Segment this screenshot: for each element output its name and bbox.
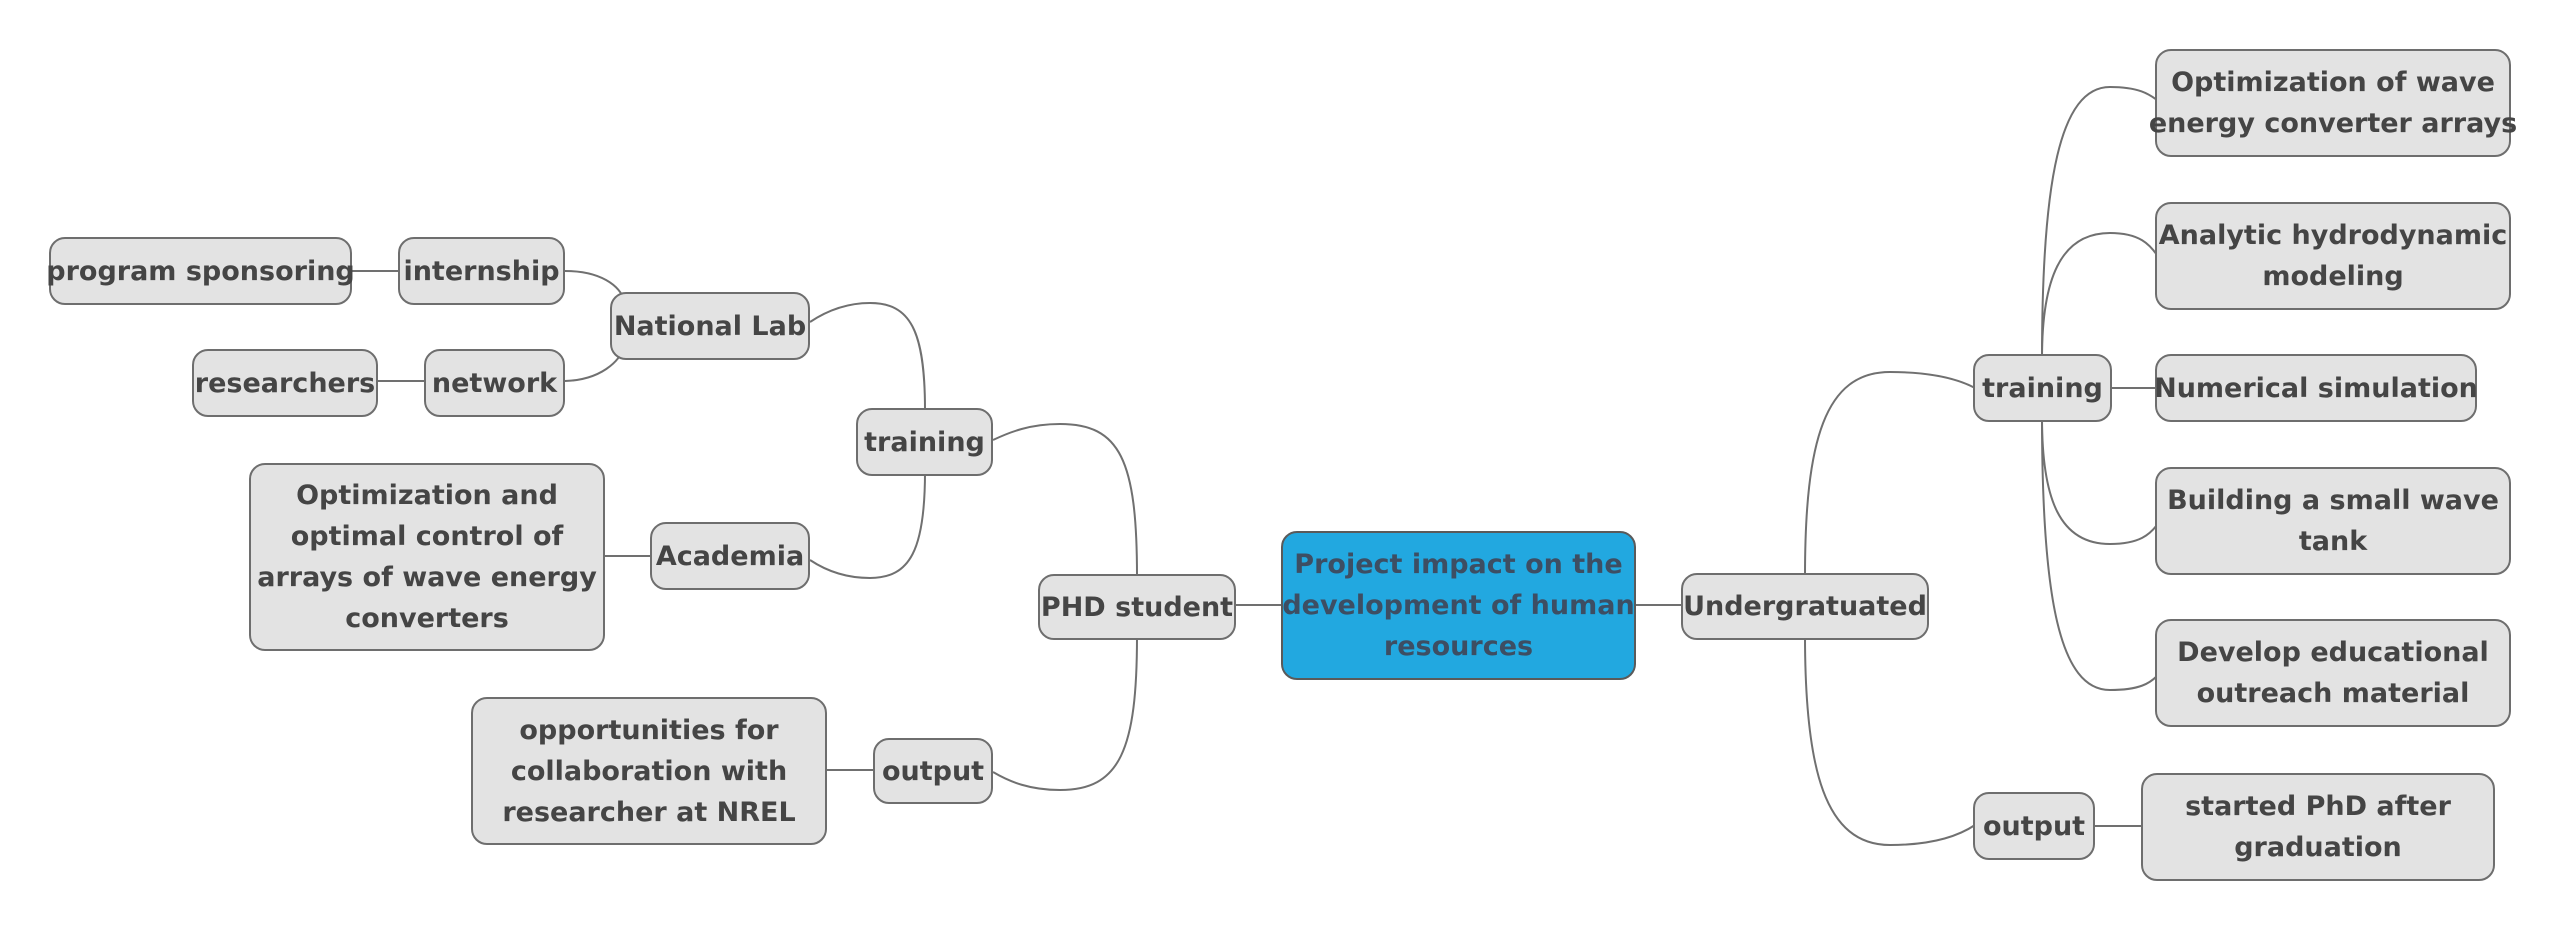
undergrad-node[interactable]: Undergratuated (1681, 573, 1929, 640)
link-training-nationallab (809, 301, 926, 411)
link-topic-5 (2041, 417, 2158, 692)
phd-student-node[interactable]: PHD student (1038, 574, 1236, 640)
link-undergrad-output (1804, 635, 1976, 847)
link-undergrad-training (1804, 370, 1976, 577)
link-topic-2 (2041, 231, 2158, 359)
academia-node[interactable]: Academia (650, 522, 810, 590)
link-phd-output (992, 635, 1138, 792)
phd-output-node[interactable]: output (873, 738, 993, 804)
phd-output-detail-node[interactable]: opportunities for collaboration with res… (471, 697, 827, 845)
link-topic-1 (2041, 85, 2158, 359)
researchers-node[interactable]: researchers (192, 349, 378, 417)
link-training-academia (809, 471, 926, 580)
topic-node-2[interactable]: Analytic hydrodynamic modeling (2155, 202, 2511, 310)
root-node[interactable]: Project impact on the development of hum… (1281, 531, 1636, 680)
network-node[interactable]: network (424, 349, 565, 417)
internship-node[interactable]: internship (398, 237, 565, 305)
topic-node-1[interactable]: Optimization of wave energy converter ar… (2149, 49, 2517, 157)
program-sponsoring-node[interactable]: program sponsoring (46, 237, 355, 305)
root-line-1: Project impact on the (1294, 549, 1623, 580)
link-phd-training (992, 422, 1138, 577)
topic-node-4[interactable]: Building a small wave tank (2155, 467, 2511, 575)
undergrad-training-node[interactable]: training (1973, 354, 2112, 422)
phd-training-node[interactable]: training (856, 408, 993, 476)
root-line-3: resources (1383, 631, 1534, 662)
national-lab-node[interactable]: National Lab (610, 292, 810, 360)
undergrad-output-detail-node[interactable]: started PhD after graduation (2141, 773, 2495, 881)
root-line-2: development of human (1282, 590, 1635, 621)
topic-node-3[interactable]: Numerical simulation (2154, 354, 2478, 422)
undergrad-output-node[interactable]: output (1973, 792, 2095, 860)
link-topic-4 (2041, 417, 2158, 546)
academia-detail-node[interactable]: Optimization and optimal control of arra… (249, 463, 605, 651)
topic-node-5[interactable]: Develop educational outreach material (2155, 619, 2511, 727)
